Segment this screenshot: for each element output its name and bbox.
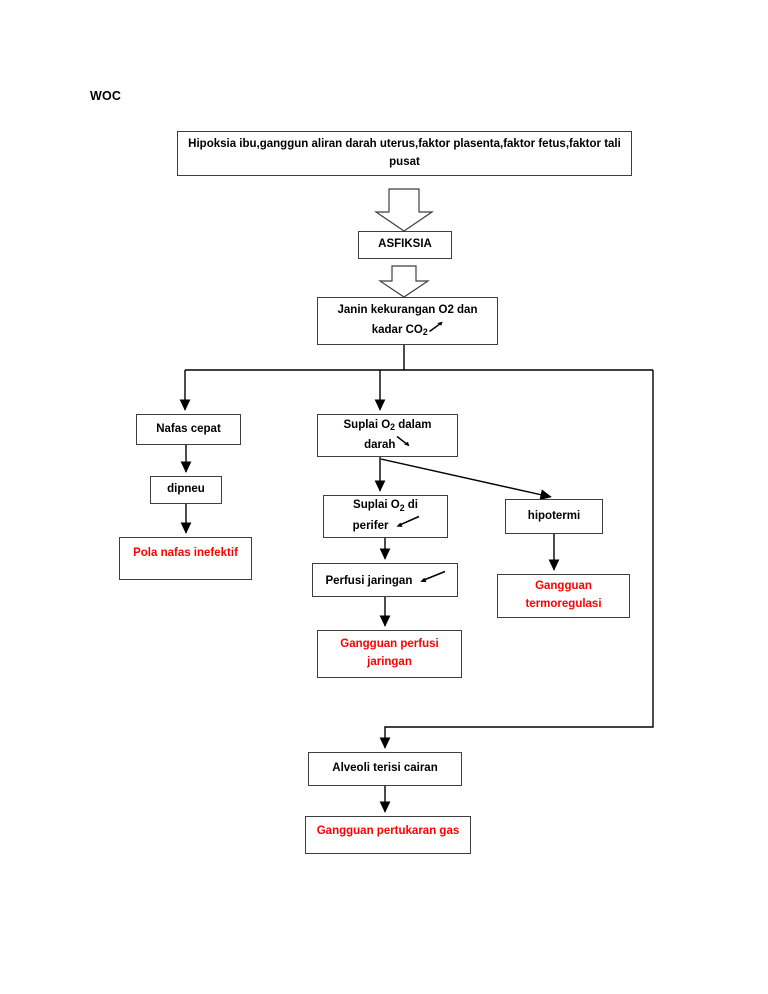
node-nafas-cepat-label: Nafas cepat xyxy=(156,422,221,435)
node-asfiksia-label: ASFIKSIA xyxy=(378,238,432,251)
page-title: WOC xyxy=(90,89,122,103)
node-perfusi-jaringan: Perfusi jaringan xyxy=(312,563,458,597)
trend-down-icon xyxy=(395,435,411,455)
node-gangguan-termoregulasi-line2: termoregulasi xyxy=(525,598,602,610)
node-perfusi-jaringan-label: Perfusi jaringan xyxy=(325,574,413,587)
node-gangguan-termoregulasi-line1: Gangguan xyxy=(535,580,592,593)
node-pola-nafas-inefektif-label: Pola nafas inefektif xyxy=(133,547,238,559)
node-etiologi-line1: Hipoksia ibu,ganggun aliran darah uterus… xyxy=(188,137,601,150)
node-nafas-cepat: Nafas cepat xyxy=(136,414,241,445)
node-suplai-o2-di-perifer: Suplai O2 di perifer xyxy=(323,495,448,538)
node-dipneu: dipneu xyxy=(150,476,222,504)
node-gangguan-perfusi-line1: Gangguan perfusi xyxy=(340,638,439,651)
node-alveoli-terisi-cairan: Alveoli terisi cairan xyxy=(308,752,462,786)
node-gangguan-perfusi-jaringan: Gangguan perfusi jaringan xyxy=(317,630,462,678)
node-suplai-darah-line2: darah xyxy=(364,438,396,451)
node-gangguan-pertukaran-gas: Gangguan pertukaran gas xyxy=(305,816,471,854)
edge-suplai-darah-hipotermi xyxy=(380,458,552,501)
node-etiologi: Hipoksia ibu,ganggun aliran darah uterus… xyxy=(177,131,632,176)
node-gangguan-termoregulasi: Gangguan termoregulasi xyxy=(497,574,630,618)
subscript-2: 2 xyxy=(422,327,428,338)
node-hipotermi: hipotermi xyxy=(505,499,603,534)
subscript-2: 2 xyxy=(390,422,396,433)
block-arrow-etiologi-asfiksia xyxy=(374,188,434,232)
node-gangguan-pertukaran-gas-label: Gangguan pertukaran gas xyxy=(316,825,460,837)
node-suplai-perifer-line2: perifer xyxy=(352,520,389,532)
node-hipotermi-label: hipotermi xyxy=(527,509,581,522)
node-pola-nafas-inefektif: Pola nafas inefektif xyxy=(119,537,252,580)
trend-down-left-icon xyxy=(388,515,420,536)
trend-up-icon xyxy=(428,320,444,340)
node-suplai-perifer-line1: Suplai O2 di xyxy=(353,499,418,513)
node-janin-kekurangan-o2: Janin kekurangan O2 dan kadar CO2 xyxy=(317,297,498,345)
node-janin-line2: kadar CO2 xyxy=(371,324,428,338)
node-suplai-o2-dalam-darah: Suplai O2 dalam darah xyxy=(317,414,458,457)
node-janin-line1: Janin kekurangan O2 dan xyxy=(337,304,478,317)
trend-down-left-icon xyxy=(412,570,446,591)
node-alveoli-label: Alveoli terisi cairan xyxy=(332,762,438,775)
block-arrow-asfiksia-janin xyxy=(378,265,430,298)
node-dipneu-label: dipneu xyxy=(167,483,205,496)
node-etiologi-line2: tali pusat xyxy=(389,137,621,168)
node-suplai-darah-line1: Suplai O2 dalam xyxy=(343,418,432,433)
node-asfiksia: ASFIKSIA xyxy=(358,231,452,259)
subscript-2: 2 xyxy=(399,502,405,513)
node-gangguan-perfusi-line2: jaringan xyxy=(367,656,412,668)
